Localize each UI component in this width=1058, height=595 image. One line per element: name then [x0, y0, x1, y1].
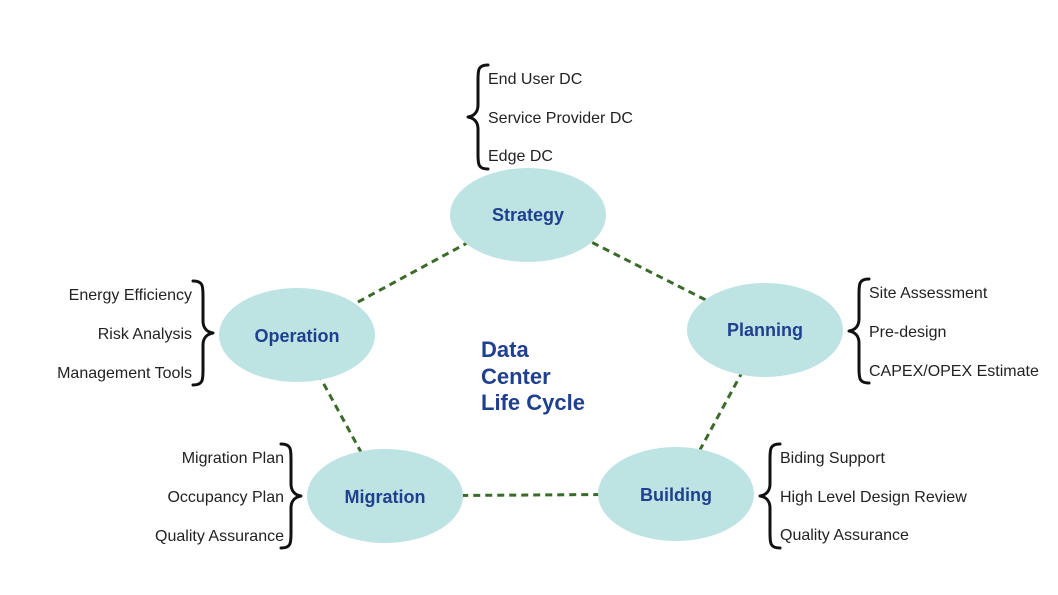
stage-strategy-item-2: Service Provider DC [488, 110, 633, 127]
stage-planning-brace [847, 277, 871, 385]
stage-operation-node [219, 288, 375, 382]
stage-migration-item-3: Quality Assurance [155, 528, 284, 545]
stage-operation-label: Operation [254, 326, 339, 346]
stage-migration-label: Migration [345, 487, 426, 507]
stage-migration: Migration Migration Plan Occupancy Plan … [155, 442, 463, 550]
stage-operation-brace [191, 279, 215, 387]
stage-operation-item-1: Energy Efficiency [69, 287, 192, 304]
stage-planning-label: Planning [727, 320, 803, 340]
stage-strategy-item-3: Edge DC [488, 148, 553, 165]
stage-building: Building Biding Support High Level Desig… [598, 442, 967, 550]
stage-building-item-3: Quality Assurance [780, 527, 909, 544]
stage-strategy-label: Strategy [492, 205, 564, 225]
stage-migration-brace [279, 442, 303, 550]
stage-planning: Planning Site Assessment Pre-design CAPE… [687, 277, 1039, 385]
stage-building-item-1: Biding Support [780, 450, 886, 467]
stage-planning-node [687, 283, 843, 377]
center-title-line-1: Data [481, 337, 529, 362]
stage-building-brace [758, 442, 782, 550]
stage-strategy-node [450, 168, 606, 262]
stage-planning-item-2: Pre-design [869, 324, 946, 341]
stage-building-label: Building [640, 485, 712, 505]
center-title-line-2: Center [481, 364, 551, 389]
center-title-line-3: Life Cycle [481, 390, 585, 415]
stage-building-item-2: High Level Design Review [780, 489, 967, 506]
stage-strategy: Strategy End User DC Service Provider DC… [450, 63, 633, 262]
stage-operation-item-2: Risk Analysis [98, 326, 192, 343]
stage-operation-item-3: Management Tools [57, 365, 192, 382]
stage-strategy-brace [466, 63, 490, 171]
stage-migration-node [307, 449, 463, 543]
stage-migration-item-1: Migration Plan [182, 450, 284, 467]
stage-migration-item-2: Occupancy Plan [167, 489, 284, 506]
stage-planning-item-3: CAPEX/OPEX Estimate [869, 363, 1039, 380]
center-title: Data Center Life Cycle [481, 337, 585, 415]
stage-strategy-item-1: End User DC [488, 71, 582, 88]
stage-operation: Operation Energy Efficiency Risk Analysi… [57, 279, 375, 387]
stage-planning-item-1: Site Assessment [869, 285, 988, 302]
stage-building-node [598, 447, 754, 541]
